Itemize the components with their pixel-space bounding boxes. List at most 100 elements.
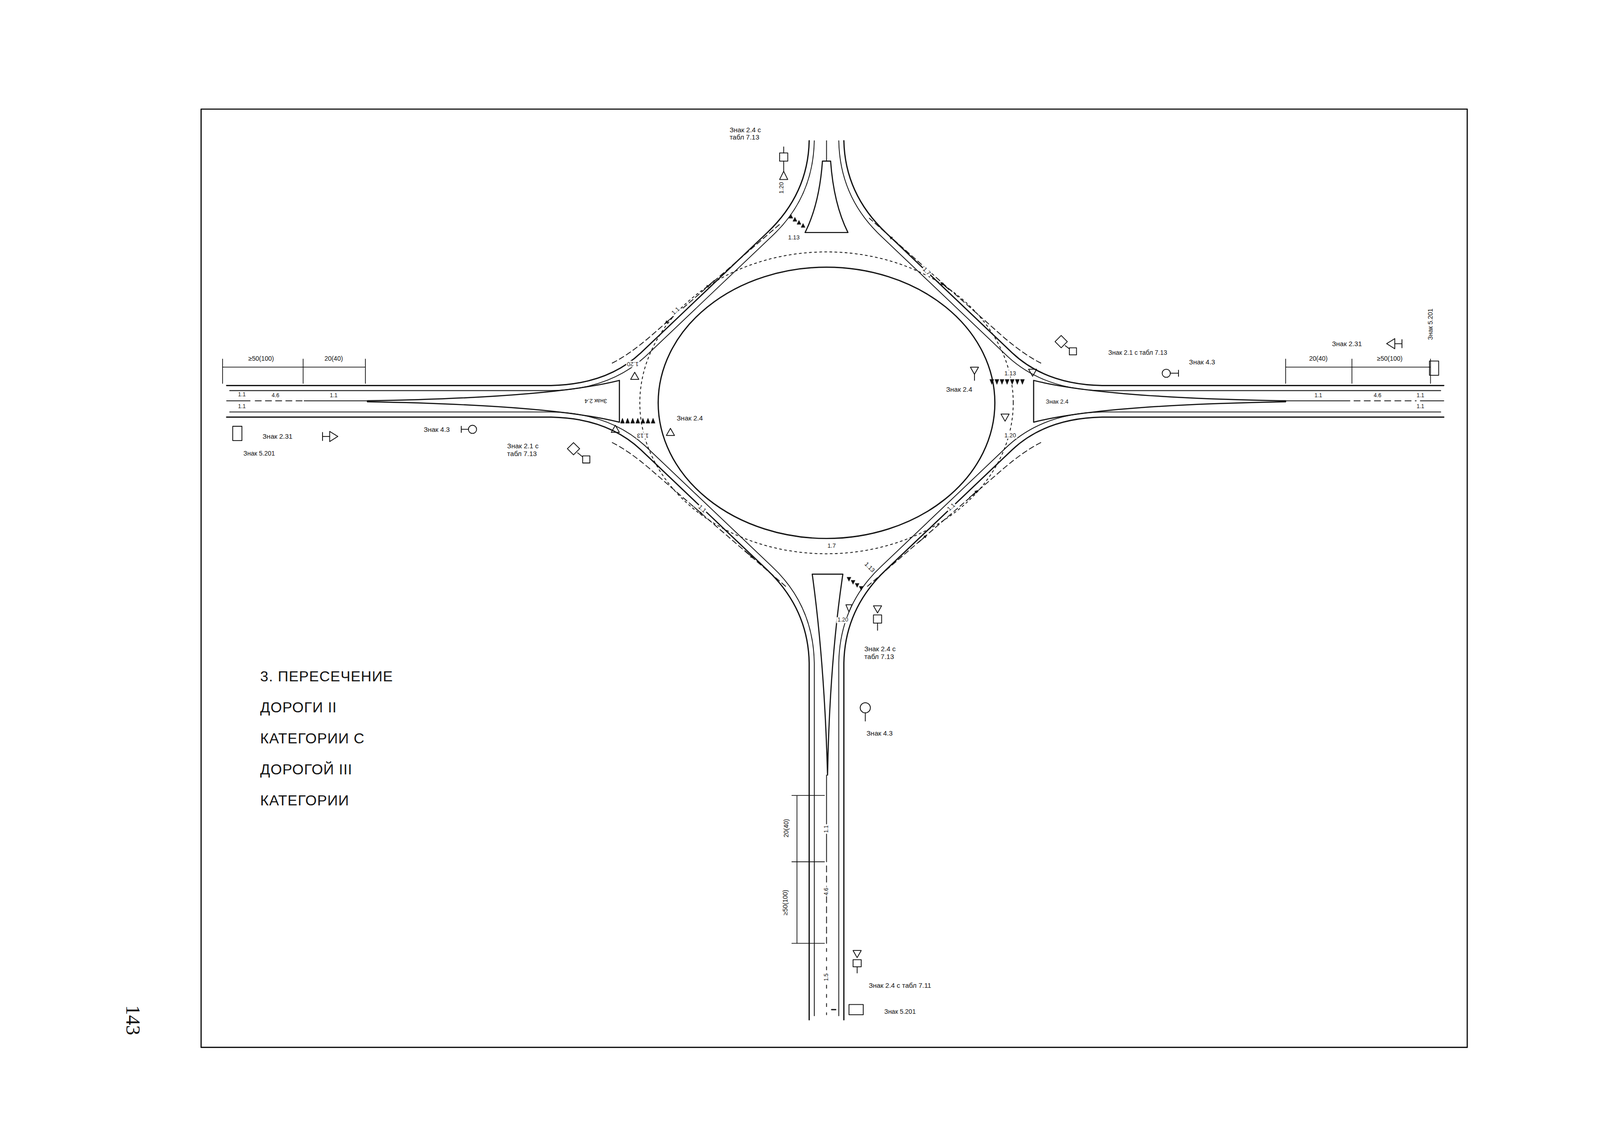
yield-sign xyxy=(779,171,788,180)
sign-label: Знак 5.201 xyxy=(1427,307,1434,342)
shark-tooth xyxy=(641,418,646,424)
sign-plate xyxy=(779,152,788,162)
sign-post xyxy=(856,967,858,974)
sign-post xyxy=(974,374,975,381)
centre-line xyxy=(826,866,828,944)
sign-label: Знак 4.3 xyxy=(1188,358,1216,367)
shark-tooth xyxy=(850,580,855,585)
sign-post xyxy=(783,161,785,172)
sign-label: Знак 2.4 с табл 7.13 xyxy=(728,125,778,141)
sign-post xyxy=(1394,339,1402,349)
shark-tooth xyxy=(801,223,806,228)
sign-plate xyxy=(1069,348,1077,356)
centre-line xyxy=(1354,400,1417,402)
marking-code: 1.20 xyxy=(836,617,850,624)
sign-label: Знак 2.4 с табл 7.11 xyxy=(867,981,933,990)
road-edge xyxy=(226,417,810,1021)
marking-code: 4.6 xyxy=(1372,392,1383,399)
shark-tooth xyxy=(625,418,630,424)
marking-code: 1.1 xyxy=(823,824,830,835)
shark-tooth xyxy=(620,418,625,424)
sign-4-3 xyxy=(1162,369,1171,378)
sign-2-31 xyxy=(329,431,339,442)
sign-2-31 xyxy=(1386,338,1395,349)
sign-label: Знак 2.1 с табл 7.13 xyxy=(506,442,556,458)
splitter-island xyxy=(1033,380,1286,423)
centre-line xyxy=(255,400,303,402)
edge-marking xyxy=(229,411,814,1017)
centre-line xyxy=(1285,400,1350,402)
splitter-island xyxy=(367,380,620,423)
dimension-value: 20(40) xyxy=(323,355,344,363)
dimension-value: ≥50(100) xyxy=(247,355,276,363)
drawing-frame xyxy=(201,109,1468,1048)
road-edge xyxy=(226,140,810,386)
marking-code: 1.20 xyxy=(778,181,785,195)
edge-marking xyxy=(229,140,814,391)
shark-tooth xyxy=(630,418,635,424)
sign-post xyxy=(877,623,879,631)
marking-code: 1.1 xyxy=(1415,404,1426,411)
sign-label: Знак 5.201 xyxy=(242,450,277,458)
marking-code: 1.1 xyxy=(945,501,958,513)
dimension-line xyxy=(222,359,366,384)
splitter-island xyxy=(812,574,843,776)
marking-code: 1.1 xyxy=(237,391,247,398)
marking-code: 4.6 xyxy=(271,392,281,399)
centre-line xyxy=(826,140,828,162)
marking-code: 1.1 xyxy=(669,305,682,317)
yield-sign xyxy=(666,428,675,436)
shark-tooth xyxy=(1000,379,1005,385)
sign-label: Знак 4.3 xyxy=(422,425,451,434)
marking-code: 1.5 xyxy=(823,972,830,983)
direction-arrow xyxy=(918,535,927,543)
sign-label: Знак 2.31 xyxy=(261,432,294,441)
sign-post xyxy=(783,146,785,153)
marking-code: 1.7 xyxy=(826,542,837,549)
direction-arrow xyxy=(889,236,898,245)
dimension-value: ≥50(100) xyxy=(781,889,789,917)
sign-post xyxy=(461,426,469,433)
yield-sign xyxy=(853,950,862,959)
sign-4-3 xyxy=(859,703,871,714)
direction-arrow xyxy=(665,316,674,324)
sign-5-201 xyxy=(232,426,242,441)
yield-sign xyxy=(1028,369,1037,377)
marking-code: 1.1 xyxy=(237,404,247,411)
lane-line xyxy=(612,224,780,364)
direction-arrow xyxy=(969,490,978,499)
marking-code: 4.6 xyxy=(823,886,830,897)
edge-marking xyxy=(838,140,1441,391)
lane-line xyxy=(612,442,786,587)
centre-line xyxy=(1420,400,1444,402)
marking-code: 1.1 xyxy=(1415,392,1426,399)
dimension-value: 20(40) xyxy=(1308,355,1329,363)
sign-5-201 xyxy=(1429,361,1439,376)
yield-marking xyxy=(845,604,852,613)
sign-label: Знак 2.4 с табл 7.13 xyxy=(863,645,913,661)
shark-tooth xyxy=(788,214,793,219)
direction-arrow xyxy=(745,551,754,559)
marking-code: 1.13 xyxy=(786,234,801,241)
shark-tooth xyxy=(989,379,994,385)
shark-tooth xyxy=(1015,379,1020,385)
shark-tooth xyxy=(646,418,651,424)
sign-label: Знак 2.31 xyxy=(1331,339,1364,348)
marking-code: 1.1 xyxy=(328,392,339,399)
road-edge xyxy=(844,140,1444,386)
yield-sign xyxy=(873,605,882,614)
dimension-value: ≥50(100) xyxy=(1375,355,1404,363)
marking-code: 1.20 xyxy=(1003,432,1017,439)
sign-label: Знак 2.1 с табл 7.13 xyxy=(1107,349,1168,357)
shark-tooth xyxy=(1020,379,1025,385)
marking-code: 1.13 xyxy=(862,560,877,575)
sign-label: Знак 2.4 xyxy=(1044,398,1070,406)
central-island xyxy=(658,267,996,539)
direction-arrow xyxy=(940,282,949,290)
drawing-title: 3. ПЕРЕСЕЧЕНИЕ ДОРОГИ II КАТЕГОРИИ С ДОР… xyxy=(260,661,397,817)
lane-line xyxy=(867,442,1041,587)
shark-tooth xyxy=(792,217,798,222)
shark-tooth xyxy=(859,586,864,591)
shark-tooth xyxy=(635,418,640,424)
